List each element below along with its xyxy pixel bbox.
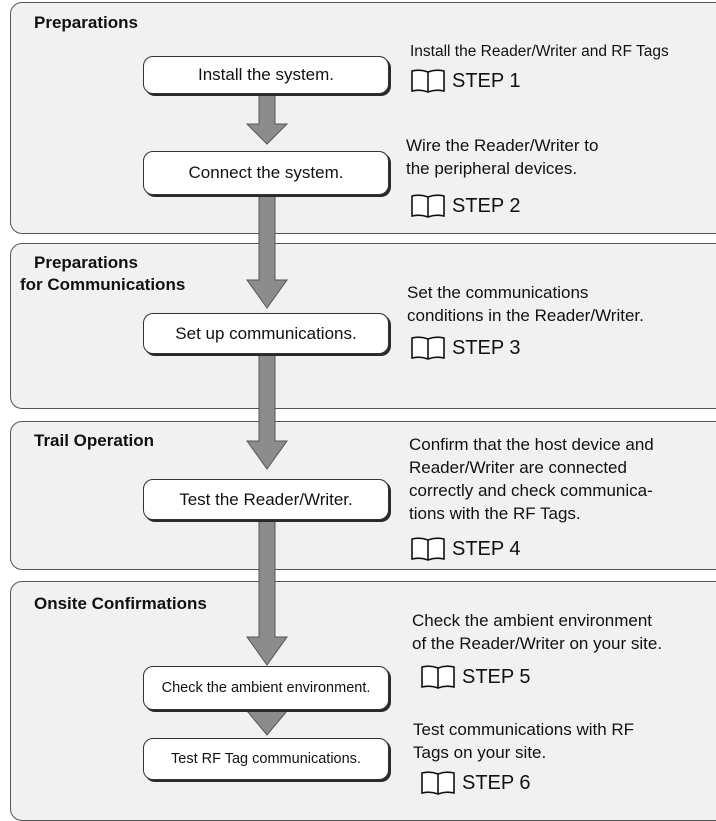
section-title-preparations: Preparations (34, 13, 138, 32)
step-4-description: Confirm that the host device and Reader/… (409, 433, 654, 525)
section-title-trail-operation: Trail Operation (34, 431, 154, 450)
step-reference-label: STEP 3 (452, 336, 521, 359)
step-test-reader-writer: Test the Reader/Writer. (143, 479, 389, 520)
flow-arrow-3 (246, 353, 288, 470)
section-title-line-1: Preparations (34, 253, 138, 272)
book-icon (411, 69, 445, 93)
step-5-description: Check the ambient environment of the Rea… (412, 609, 662, 655)
step-3-reference: STEP 3 (410, 335, 521, 361)
description-line: Reader/Writer are connected (409, 458, 627, 477)
flow-arrow-2 (246, 196, 288, 309)
step-4-reference: STEP 4 (410, 536, 521, 562)
description-line: of the Reader/Writer on your site. (412, 634, 663, 653)
book-icon (421, 665, 455, 689)
step-2-description: Wire the Reader/Writer to the peripheral… (406, 134, 598, 180)
step-reference-label: STEP 4 (452, 537, 521, 560)
section-title-onsite-confirmations: Onsite Confirmations (34, 594, 207, 613)
step-reference-label: STEP 5 (462, 665, 531, 688)
step-install-system: Install the system. (143, 56, 389, 94)
flow-arrow-1 (245, 94, 289, 145)
description-line: Confirm that the host device and (409, 435, 654, 454)
book-icon (411, 537, 445, 561)
step-test-rf-tag-communications: Test RF Tag communications. (143, 738, 389, 780)
step-5-reference: STEP 5 (420, 664, 531, 690)
description-line: Check the ambient environment (412, 611, 653, 630)
section-preparations (10, 2, 716, 234)
description-line: Set the communications (407, 283, 589, 302)
description-line: conditions in the Reader/Writer. (407, 306, 644, 325)
description-line: Tags on your site. (413, 743, 547, 762)
description-line: the peripheral devices. (406, 159, 578, 178)
description-line: tions with the RF Tags. (409, 504, 581, 523)
book-icon (411, 194, 445, 218)
section-title-preparations-for-communications: Preparations for Communications (20, 252, 185, 296)
book-icon (411, 336, 445, 360)
step-3-description: Set the communications conditions in the… (407, 281, 644, 327)
book-icon (421, 771, 455, 795)
step-6-reference: STEP 6 (420, 770, 531, 796)
step-check-ambient-environment: Check the ambient environment. (143, 666, 389, 710)
step-connect-system: Connect the system. (143, 151, 389, 195)
step-1-description: Install the Reader/Writer and RF Tags (410, 40, 669, 63)
section-title-line-2: for Communications (20, 275, 186, 294)
step-6-description: Test communications with RF Tags on your… (413, 718, 634, 764)
description-line: Test communications with RF (413, 720, 635, 739)
step-setup-communications: Set up communications. (143, 313, 389, 354)
step-reference-label: STEP 6 (462, 771, 531, 794)
description-line: correctly and check communica- (409, 481, 653, 500)
step-2-reference: STEP 2 (410, 193, 521, 219)
step-reference-label: STEP 1 (452, 69, 521, 92)
description-line: Wire the Reader/Writer to (406, 136, 599, 155)
step-1-reference: STEP 1 (410, 68, 521, 94)
description-line: Install the Reader/Writer and RF Tags (410, 43, 669, 60)
flow-arrow-4 (246, 519, 288, 666)
step-reference-label: STEP 2 (452, 194, 521, 217)
